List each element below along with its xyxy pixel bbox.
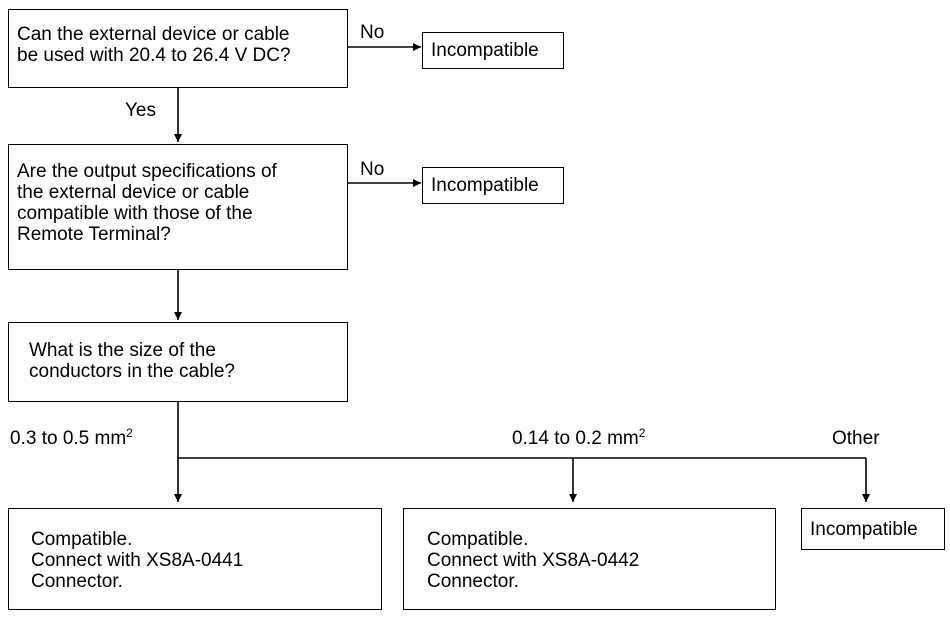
result-other-text: Incompatible — [810, 519, 918, 540]
decision-output-line-4: Remote Terminal? — [17, 224, 171, 245]
decision-voltage-box: Can the external device or cable be used… — [8, 9, 348, 88]
branch-a-label-sup: 2 — [126, 426, 133, 440]
voltage-yes-label: Yes — [125, 100, 156, 121]
branch-a-label: 0.3 to 0.5 mm2 — [10, 426, 133, 449]
decision-conductor-line-1: What is the size of the — [29, 340, 216, 361]
decision-output-line-1: Are the output specifications of — [17, 161, 277, 182]
voltage-no-label: No — [360, 22, 385, 43]
result-a-box: Compatible. Connect with XS8A-0441 Conne… — [8, 508, 382, 610]
decision-output-box: Are the output specifications of the ext… — [8, 144, 348, 270]
voltage-incompatible-box: Incompatible — [422, 32, 564, 69]
branch-b-label-text: 0.14 to 0.2 mm — [512, 428, 639, 449]
result-a-line-3: Connector. — [31, 571, 123, 592]
branch-other-label: Other — [832, 428, 880, 449]
decision-output-line-3: compatible with those of the — [17, 203, 253, 224]
branch-a-label-text: 0.3 to 0.5 mm — [10, 428, 127, 449]
output-incompatible-box: Incompatible — [422, 167, 564, 204]
result-a-line-2: Connect with XS8A-0441 — [31, 550, 244, 571]
result-b-line-1: Compatible. — [427, 529, 529, 550]
decision-voltage-line-2: be used with 20.4 to 26.4 V DC? — [17, 45, 291, 66]
output-no-label: No — [360, 159, 385, 180]
result-b-line-2: Connect with XS8A-0442 — [427, 550, 640, 571]
voltage-incompatible-text: Incompatible — [431, 40, 539, 61]
branch-b-label: 0.14 to 0.2 mm2 — [512, 426, 646, 449]
decision-output-line-2: the external device or cable — [17, 182, 250, 203]
result-b-box: Compatible. Connect with XS8A-0442 Conne… — [403, 508, 776, 610]
branch-b-label-sup: 2 — [638, 426, 646, 440]
decision-conductor-line-2: conductors in the cable? — [29, 361, 235, 382]
result-b-line-3: Connector. — [427, 571, 519, 592]
result-a-line-1: Compatible. — [31, 529, 133, 550]
decision-conductor-box: What is the size of the conductors in th… — [8, 322, 348, 402]
decision-voltage-line-1: Can the external device or cable — [17, 24, 290, 45]
output-incompatible-text: Incompatible — [431, 175, 539, 196]
result-other-box: Incompatible — [801, 508, 945, 550]
